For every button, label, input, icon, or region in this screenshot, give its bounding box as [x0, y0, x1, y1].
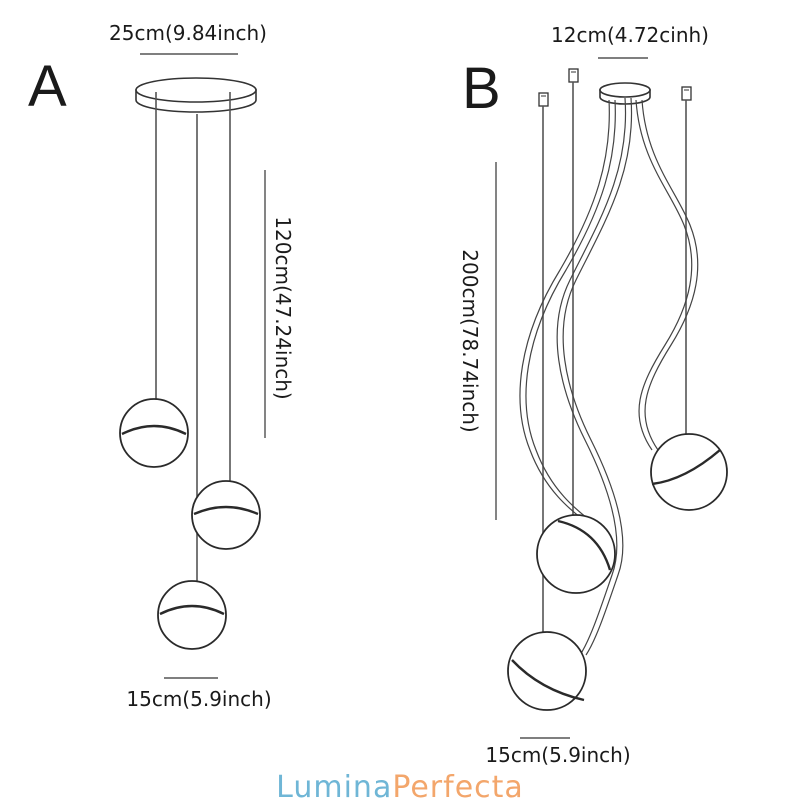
- panel-a-cable-length-label: 120cm(47.24inch): [271, 216, 295, 399]
- panel-a-globe-1: [119, 398, 189, 468]
- panel-b-canopy: [599, 82, 651, 105]
- panel-b-canopy-width-label: 12cm(4.72cinh): [551, 23, 709, 47]
- panel-b: B 12cm(4.72cinh): [458, 23, 728, 767]
- panel-b-cord-3: [635, 99, 699, 451]
- panel-a-canopy-width-label: 25cm(9.84inch): [109, 21, 267, 45]
- panel-b-cord-2: [556, 97, 633, 656]
- panel-b-hook-2: [568, 68, 579, 83]
- panel-b-letter: B: [462, 56, 501, 121]
- panel-b-hook-1: [538, 92, 549, 107]
- panel-a-globe-diameter-label: 15cm(5.9inch): [126, 687, 271, 711]
- panel-a-letter: A: [28, 54, 67, 119]
- panel-b-cord-1: [519, 99, 616, 526]
- panel-a-globe-3: [157, 580, 227, 650]
- panel-b-globe-3: [507, 631, 587, 711]
- panel-b-cable-length-label: 200cm(78.74inch): [458, 249, 482, 432]
- brand-watermark: LuminaPerfecta: [276, 770, 524, 800]
- panel-b-globe-diameter-label: 15cm(5.9inch): [485, 743, 630, 767]
- brand-part-2: Perfecta: [392, 770, 523, 800]
- brand-part-1: Lumina: [276, 770, 392, 800]
- panel-b-hook-3: [681, 86, 692, 101]
- panel-a-canopy: [135, 77, 257, 113]
- panel-b-globe-2: [650, 433, 728, 511]
- panel-b-globe-1: [536, 514, 616, 594]
- panel-a: A 25cm(9.84inch) 120cm(47.24inch): [28, 21, 295, 711]
- panel-a-globe-2: [191, 480, 261, 550]
